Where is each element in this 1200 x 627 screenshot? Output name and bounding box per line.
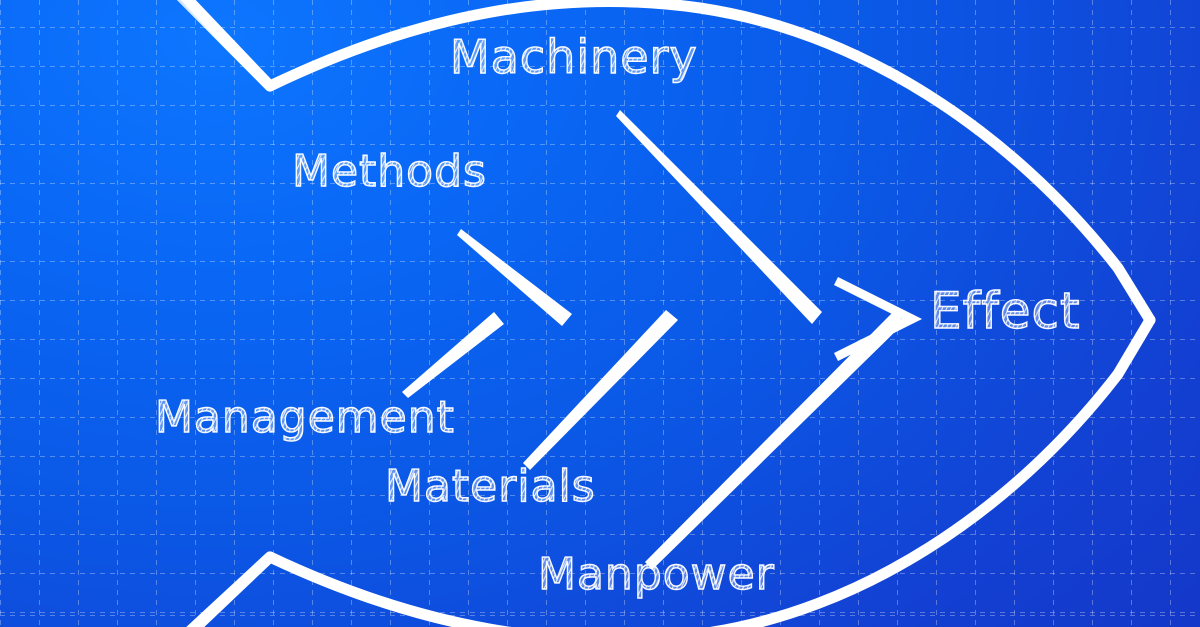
effect-label-text: Effect <box>929 282 1081 340</box>
fish-tail-lower-fin <box>186 551 276 627</box>
cause-label-management-text: Management <box>154 392 455 443</box>
fish-body-lower <box>188 314 1156 627</box>
cause-label-machinery-text: Machinery <box>449 30 698 84</box>
management-rib <box>402 312 504 398</box>
cause-label-materials-text: Materials <box>384 461 596 512</box>
cause-label-machinery[interactable]: Machinery Machinery <box>449 33 698 80</box>
machinery-rib <box>616 110 822 324</box>
fish-tail-upper-fin <box>180 0 276 92</box>
cause-label-management[interactable]: Management Management <box>154 395 455 440</box>
materials-rib <box>523 310 678 470</box>
cause-label-methods-text: Methods <box>291 146 487 197</box>
cause-label-manpower[interactable]: Manpower Manpower <box>537 552 775 597</box>
methods-rib <box>457 229 572 326</box>
cause-label-materials[interactable]: Materials Materials <box>384 464 596 509</box>
manpower-rib <box>645 312 905 570</box>
cause-label-methods[interactable]: Methods Methods <box>291 149 487 194</box>
cause-label-manpower-text: Manpower <box>537 549 775 600</box>
effect-label[interactable]: Effect Effect <box>929 285 1081 336</box>
fish-body-upper <box>176 0 1156 326</box>
